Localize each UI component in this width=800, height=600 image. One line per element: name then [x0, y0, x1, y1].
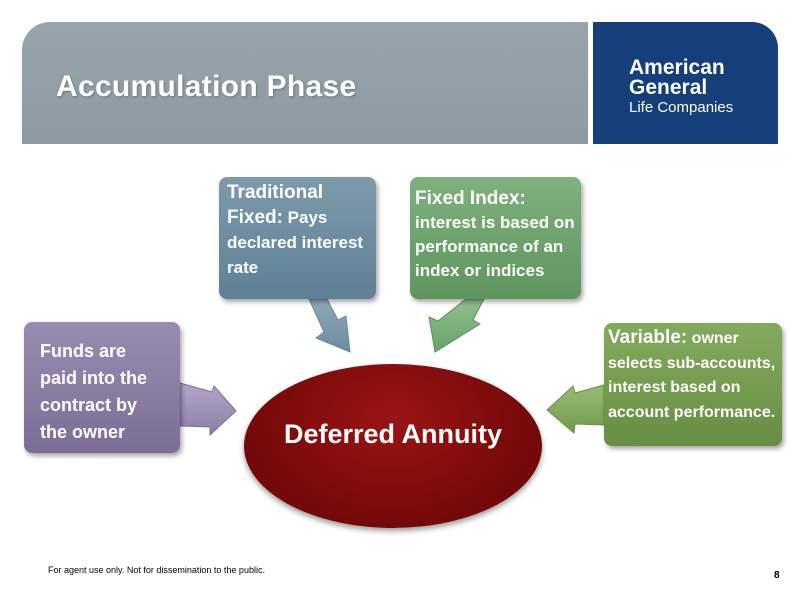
title-banner: Accumulation Phase [22, 22, 588, 144]
slide-title: Accumulation Phase [56, 70, 357, 103]
fixed-index-heading: Fixed Index: [415, 188, 526, 209]
variable-desc: owner selects sub-accounts, interest bas… [608, 330, 776, 421]
funds-paid-text: Funds are paid into the contract by the … [40, 341, 147, 442]
funds-paid-box: Funds are paid into the contract by the … [24, 322, 180, 453]
company-logo: American General Life Companies [593, 22, 778, 144]
arrow-variable [546, 384, 605, 434]
arrow-traditional [308, 298, 351, 353]
logo-line-life-companies: Life Companies [629, 99, 734, 116]
logo-line-general: General [629, 76, 708, 99]
deferred-annuity-ellipse: Deferred Annuity [244, 364, 542, 528]
variable-heading: Variable: [608, 327, 688, 348]
traditional-fixed-desc: Pays declared interest rate [227, 208, 364, 277]
traditional-fixed-box: Traditional Fixed: Pays declared interes… [219, 177, 376, 299]
deferred-annuity-label: Deferred Annuity [283, 419, 503, 449]
page-number: 8 [774, 570, 780, 581]
arrow-fixed-index [428, 298, 485, 353]
fixed-index-box: Fixed Index: interest is based on perfor… [410, 177, 581, 299]
logo-line-american: American [629, 56, 725, 79]
fixed-index-desc: interest is based on performance of an i… [415, 213, 575, 280]
traditional-fixed-heading: Traditional Fixed: [227, 182, 324, 228]
arrow-funds [179, 382, 237, 437]
variable-box: Variable: owner selects sub-accounts, in… [604, 323, 782, 446]
footer-disclaimer: For agent use only. Not for disseminatio… [48, 565, 265, 575]
